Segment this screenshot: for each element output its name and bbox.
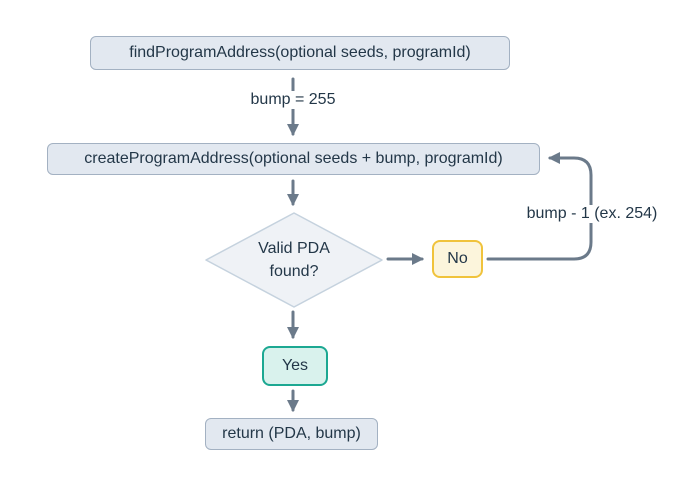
node-no-label: No: [447, 250, 468, 267]
edge-label-bump-decrement: bump - 1 (ex. 254): [520, 205, 664, 223]
node-decision-label-line1: Valid PDA: [258, 239, 330, 257]
node-return-pda-bump: return (PDA, bump): [205, 418, 378, 450]
edge-label-bump-init: bump = 255: [244, 91, 342, 109]
node-yes-label: Yes: [281, 357, 309, 374]
node-find-program-address-label: findProgramAddress(optional seeds, progr…: [129, 44, 471, 61]
node-return-pda-bump-label: return (PDA, bump): [222, 425, 361, 442]
node-yes: Yes: [262, 346, 328, 386]
node-decision-label-line2: found?: [269, 263, 319, 280]
node-create-program-address-label: createProgramAddress(optional seeds + bu…: [84, 150, 503, 167]
node-find-program-address: findProgramAddress(optional seeds, progr…: [90, 36, 510, 70]
node-no: No: [432, 240, 483, 278]
node-create-program-address: createProgramAddress(optional seeds + bu…: [47, 143, 540, 175]
decision-diamond-shape: [205, 212, 383, 308]
node-decision-valid-pda: Valid PDA found?: [219, 237, 369, 283]
